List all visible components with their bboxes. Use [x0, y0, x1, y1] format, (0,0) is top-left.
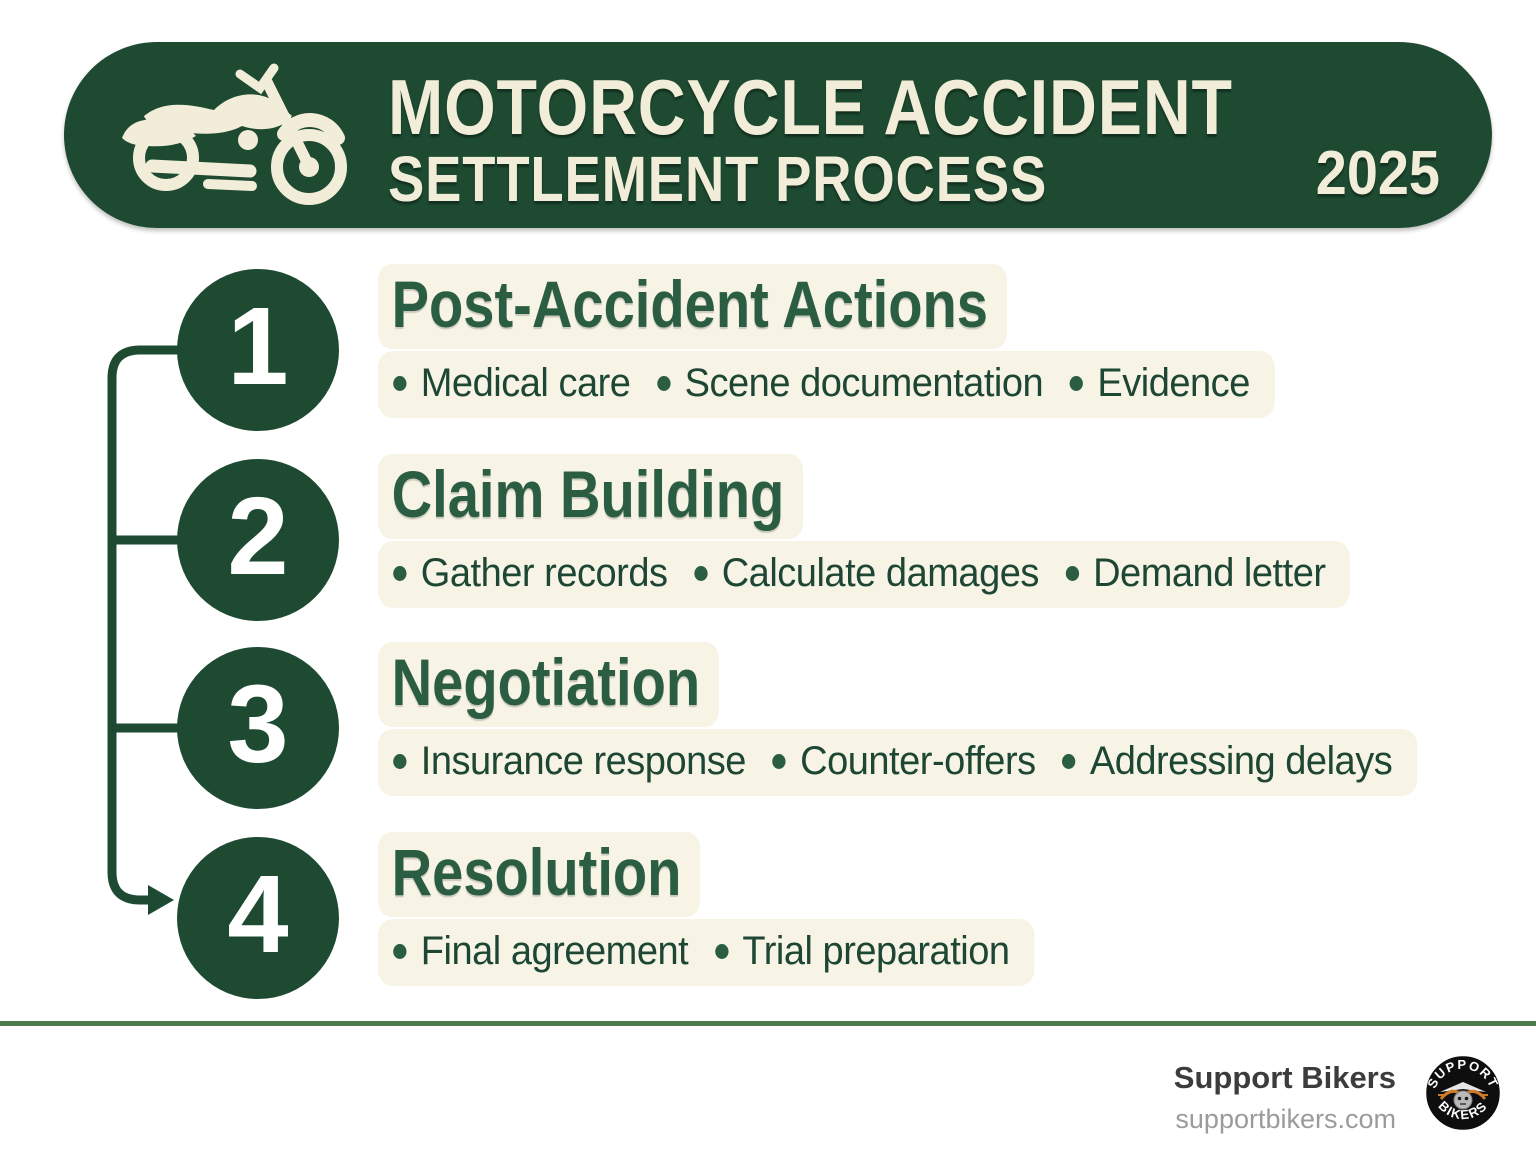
step-4-number: 4 [227, 852, 289, 976]
bullet-dot-icon [694, 566, 708, 582]
banner-title-line2: SETTLEMENT PROCESS [388, 143, 1048, 215]
bullet-label: Trial preparation [742, 929, 1010, 974]
bullet-dot-icon [1062, 754, 1076, 770]
bullet-item: Evidence [1069, 361, 1250, 406]
banner-title-block: MOTORCYCLE ACCIDENT SETTLEMENT PROCESS [388, 68, 1382, 213]
step-1-title: Post-Accident Actions [378, 264, 1007, 350]
step-3-bullet-list: Insurance response Counter-offers Addressi… [378, 729, 1417, 797]
step-1-circle: 1 [177, 269, 339, 431]
bullet-item: Gather records [393, 551, 668, 596]
step-4-title: Resolution [378, 832, 701, 918]
bullet-dot-icon [393, 754, 407, 770]
step-4-circle: 4 [177, 837, 339, 999]
bullet-label: Gather records [420, 551, 668, 596]
bullet-label: Counter-offers [800, 739, 1036, 784]
step-1-bullet-list: Medical care Scene documentation Evidence [378, 351, 1275, 419]
bullet-dot-icon [714, 944, 729, 960]
step-4-bullet-list: Final agreement Trial preparation [378, 919, 1035, 987]
bullet-item: Final agreement [393, 929, 689, 974]
bullet-label: Addressing delays [1089, 739, 1393, 784]
footer-brand-block: Support Bikers supportbikers.com [1174, 1060, 1396, 1135]
bullet-dot-icon [393, 566, 407, 582]
arrow-head-icon [148, 885, 174, 915]
bullet-dot-icon [393, 944, 407, 960]
bullet-item: Medical care [393, 361, 631, 406]
bullet-dot-icon [657, 376, 671, 392]
step-2-number: 2 [227, 474, 289, 598]
bullet-label: Scene documentation [684, 361, 1044, 406]
step-3-number: 3 [227, 662, 289, 786]
bullet-item: Addressing delays [1062, 739, 1393, 784]
bullet-label: Final agreement [420, 929, 689, 974]
bullet-item: Insurance response [393, 739, 746, 784]
step-2-circle: 2 [177, 459, 339, 621]
bullet-item: Counter-offers [772, 739, 1036, 784]
bullet-item: Scene documentation [657, 361, 1044, 406]
brand-name: Support Bikers [1173, 1060, 1396, 1095]
step-2: Claim Building Gather records Calculate d… [378, 454, 1401, 609]
step-3-title: Negotiation [378, 642, 719, 728]
bullet-dot-icon [1065, 566, 1079, 582]
step-2-bullet-list: Gather records Calculate damages Demand le… [378, 541, 1351, 609]
brand-logo-icon: SUPPORT BIKERS [1424, 1054, 1502, 1132]
bullet-label: Calculate damages [721, 551, 1040, 596]
website-url: supportbikers.com [1175, 1104, 1396, 1134]
header-banner: MOTORCYCLE ACCIDENT SETTLEMENT PROCESS 2… [64, 42, 1492, 228]
year-badge: 2025 [1315, 139, 1440, 208]
footer-divider [0, 1021, 1536, 1026]
step-2-title: Claim Building [378, 454, 803, 540]
bullet-label: Insurance response [420, 739, 747, 784]
step-3-circle: 3 [177, 647, 339, 809]
bullet-item: Demand letter [1065, 551, 1326, 596]
step-3: Negotiation Insurance response Counter-of… [378, 642, 1472, 797]
banner-title-line1: MOTORCYCLE ACCIDENT [388, 63, 1233, 151]
bullet-label: Medical care [420, 361, 631, 406]
step-4: Resolution Final agreement Trial preparat… [378, 832, 1069, 987]
motorcycle-icon [122, 63, 347, 205]
bullet-dot-icon [1069, 376, 1084, 392]
bullet-item: Calculate damages [694, 551, 1039, 596]
bullet-item: Trial preparation [714, 929, 1010, 974]
bullet-label: Demand letter [1093, 551, 1326, 596]
step-1-number: 1 [227, 284, 289, 408]
step-1: Post-Accident Actions Medical care Scene … [378, 264, 1322, 419]
bullet-dot-icon [772, 754, 786, 770]
bullet-dot-icon [393, 376, 407, 392]
bullet-label: Evidence [1097, 361, 1250, 406]
